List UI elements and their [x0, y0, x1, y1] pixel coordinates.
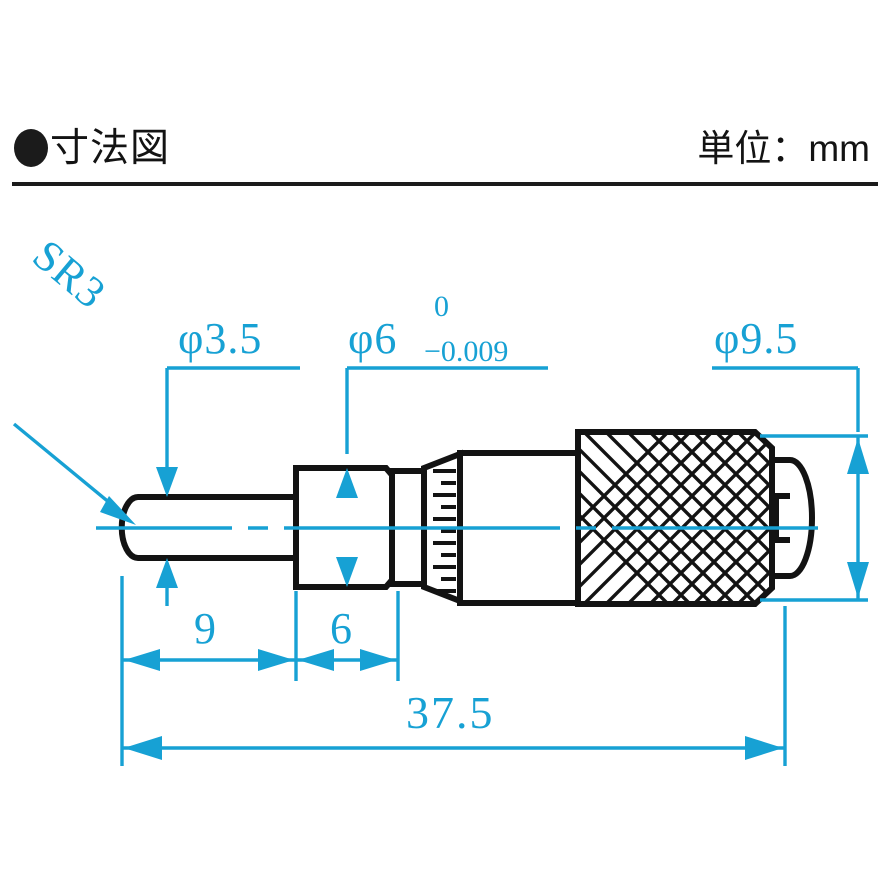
slotted-screw-head-outline [769, 457, 815, 579]
length-6-arrow-left [298, 649, 334, 671]
phi-6-label: φ6 [348, 314, 397, 363]
phi-9-5-arrow-bottom [847, 562, 869, 598]
phi-6-tolerance-lower: −0.009 [424, 335, 508, 368]
phi-6-arrow-top [336, 468, 358, 498]
graduation-ticks [433, 469, 456, 593]
phi-6-tolerance-upper: 0 [434, 290, 449, 323]
sr3-arrowhead [100, 496, 136, 525]
knurl-hatch-pattern [578, 432, 772, 604]
length-chain-dimensions: 9 6 [120, 576, 400, 681]
phi-3-5-dimension: φ3.5 [156, 314, 300, 606]
phi-6-arrow-bottom [336, 557, 358, 587]
phi-3-5-label: φ3.5 [178, 314, 262, 363]
overall-length-label: 37.5 [406, 687, 495, 738]
length-6-arrow-right [360, 649, 396, 671]
header-divider [12, 182, 878, 186]
length-9-arrow-left [124, 649, 160, 671]
phi-6-dimension: φ6 0 −0.009 [336, 290, 548, 587]
phi-3-5-arrow-bottom [156, 558, 178, 588]
overall-length-arrow-left [124, 736, 162, 760]
filled-circle-bullet-icon [14, 129, 48, 167]
overall-length-arrow-right [745, 736, 783, 760]
sr3-callout: SR3 [12, 230, 136, 525]
length-9-label: 9 [194, 604, 217, 653]
part-outline-group [118, 429, 815, 607]
technical-drawing: SR3 φ3.5 φ6 0 −0 [0, 186, 888, 888]
page-title: 寸法図 [50, 126, 171, 170]
screw-slot-outline [773, 493, 790, 543]
overall-length-dimension: 37.5 [120, 606, 787, 766]
page-header: 寸法図 単位：mm [0, 112, 888, 184]
unit-label: 単位：mm [697, 127, 870, 169]
phi-9-5-label: φ9.5 [714, 314, 798, 363]
sr3-label: SR3 [24, 230, 116, 318]
phi-9-5-dimension: φ9.5 [712, 314, 869, 602]
phi-9-5-arrow-top [847, 438, 869, 474]
length-6-label: 6 [330, 604, 353, 653]
header-left-group: 寸法図 [14, 129, 170, 168]
phi-3-5-arrow-top [156, 467, 178, 497]
length-9-arrow-right [258, 649, 294, 671]
